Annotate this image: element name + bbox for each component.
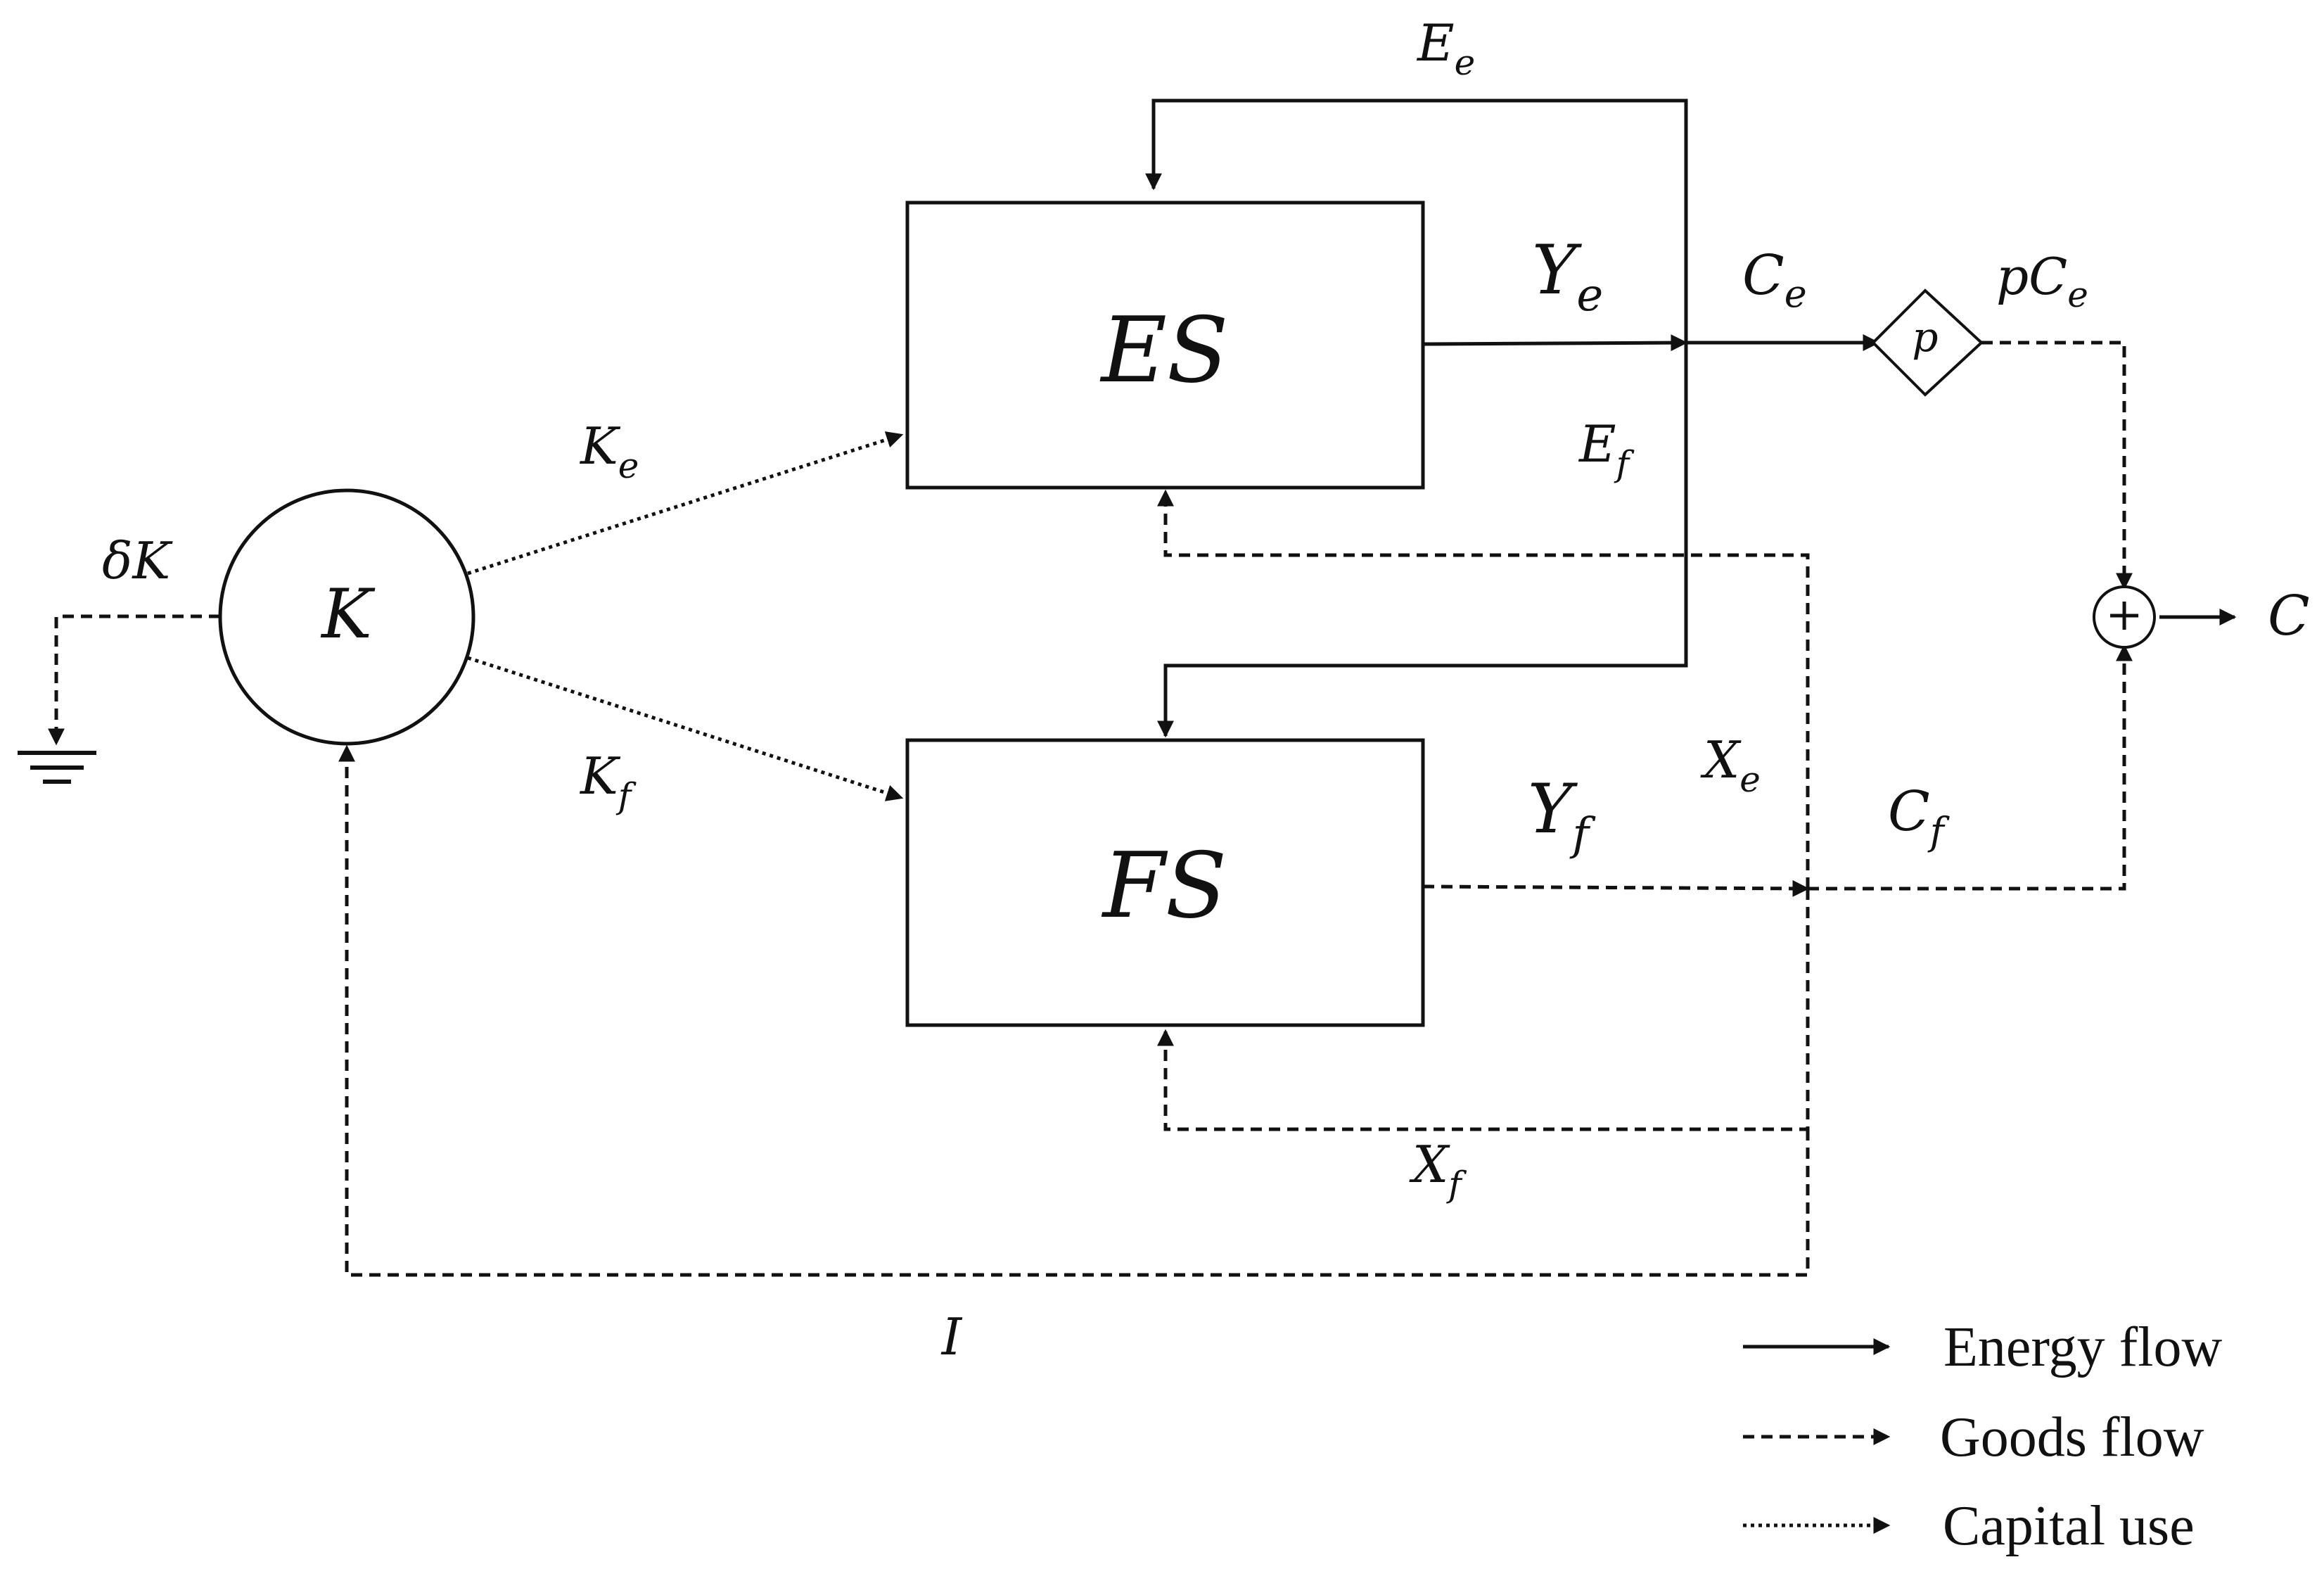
depreciation-goods-line xyxy=(47,614,220,746)
capital-use-arrows xyxy=(467,431,904,801)
ye-label: Ye xyxy=(1532,231,1603,322)
xe-label-main: X xyxy=(1700,730,1742,789)
summation-node-label: + xyxy=(2105,589,2143,641)
price-diamond-node xyxy=(1871,288,1984,397)
ce-label-sub: e xyxy=(1784,272,1807,316)
ee-label: Ee xyxy=(1416,13,1475,83)
yf-label: Yf xyxy=(1528,770,1596,860)
ground-icon xyxy=(18,751,96,784)
investment-label: I xyxy=(940,1307,963,1366)
ke-label: Ke xyxy=(579,417,639,486)
ee-energy-loop xyxy=(1144,99,1688,343)
yf-goods-arrow xyxy=(1422,879,1810,897)
xe-label-sub: e xyxy=(1739,759,1761,800)
xe-label: Xe xyxy=(1700,730,1761,800)
delta-k-label: δK xyxy=(102,531,173,590)
pce-label: pCe xyxy=(1996,247,2088,315)
ef-label: Ef xyxy=(1578,414,1635,484)
yf-label-main: Y xyxy=(1528,770,1578,849)
ye-label-sub: e xyxy=(1576,269,1603,322)
kf-label: Kf xyxy=(579,747,637,816)
xf-label-sub: f xyxy=(1445,1164,1467,1205)
es-sector-box xyxy=(905,201,1425,490)
legend: Energy flow Goods flow Capital use xyxy=(1743,1316,2222,1557)
energy-flow-arrows xyxy=(1144,99,2237,738)
xe-goods-loop xyxy=(1156,489,1810,889)
ef-energy-loop xyxy=(1156,343,1688,738)
ce-label-main: C xyxy=(1742,244,1784,307)
capital-node-label: K xyxy=(320,575,376,654)
cf-label-main: C xyxy=(1888,780,1930,844)
legend-energy-label: Energy flow xyxy=(1943,1316,2222,1378)
ye-label-main: Y xyxy=(1532,231,1583,310)
ke-label-sub: e xyxy=(618,445,639,486)
cf-label-sub: f xyxy=(1927,809,1950,853)
summation-node xyxy=(2093,585,2156,649)
cf-goods-path xyxy=(1808,644,2133,891)
xf-label-main: X xyxy=(1409,1135,1450,1194)
pce-label-sub: e xyxy=(2067,274,2088,315)
es-box-label: ES xyxy=(1099,298,1228,403)
kf-label-sub: f xyxy=(615,775,637,816)
pce-label-main: pC xyxy=(1996,247,2067,306)
goods-flow-arrows xyxy=(47,341,2133,1277)
legend-goods-label: Goods flow xyxy=(1940,1406,2204,1468)
ee-label-main: E xyxy=(1416,13,1455,72)
kf-capital-arrow xyxy=(467,656,904,801)
ye-energy-arrow xyxy=(1422,334,1688,352)
legend-capital-label: Capital use xyxy=(1943,1495,2195,1557)
ef-label-sub: f xyxy=(1614,443,1635,484)
ke-capital-arrow xyxy=(467,431,904,576)
fs-box-label: FS xyxy=(1102,834,1227,939)
investment-goods-loop xyxy=(338,744,1810,1277)
xf-goods-loop xyxy=(1156,889,1810,1131)
capital-stock-node xyxy=(218,488,475,746)
ke-label-main: K xyxy=(579,417,621,476)
fs-sector-box xyxy=(905,738,1425,1027)
ee-label-sub: e xyxy=(1455,42,1476,83)
kf-label-main: K xyxy=(579,747,621,806)
cf-label: Cf xyxy=(1888,780,1950,853)
pce-goods-path xyxy=(1981,341,2133,590)
yf-label-sub: f xyxy=(1569,808,1596,860)
price-node-label: p xyxy=(1912,313,1938,361)
ef-label-main: E xyxy=(1578,414,1616,474)
xf-label: Xf xyxy=(1409,1135,1467,1205)
consumption-label: C xyxy=(2268,585,2310,648)
ce-label: Ce xyxy=(1742,244,1807,316)
